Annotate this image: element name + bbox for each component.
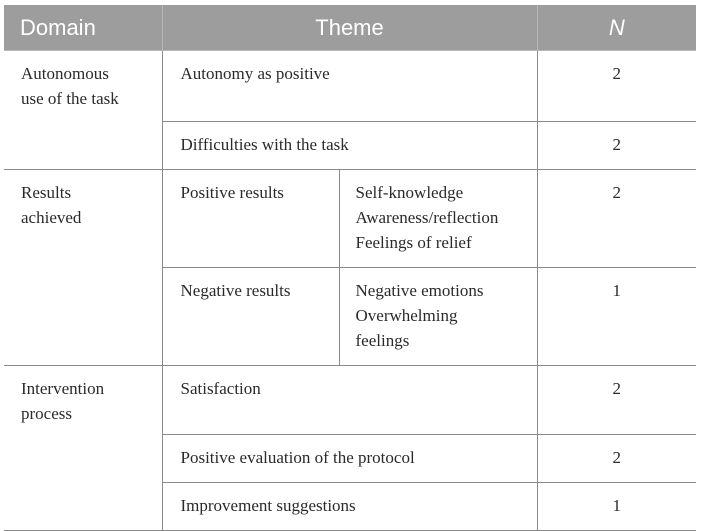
count-cell: 1 bbox=[536, 267, 697, 366]
domain-label-line: achieved bbox=[21, 208, 82, 227]
theme-cell: Negative results bbox=[162, 267, 340, 366]
domain-cell-autonomous: Autonomous use of the task bbox=[4, 50, 163, 170]
domain-label-line: Autonomous bbox=[21, 64, 109, 83]
theme-cell: Positive results bbox=[161, 169, 340, 268]
count-cell: 2 bbox=[536, 50, 697, 122]
subtheme-line: Awareness/reflection bbox=[355, 208, 499, 227]
header-n: N bbox=[536, 5, 697, 51]
header-row: Domain Theme N bbox=[4, 5, 697, 51]
count-cell: 2 bbox=[536, 169, 697, 268]
theme-cell: Difficulties with the task bbox=[162, 121, 538, 170]
domain-cell-intervention: Intervention process bbox=[4, 365, 163, 531]
theme-cell: Satisfaction bbox=[161, 365, 538, 435]
table-row: Intervention process Satisfaction 2 bbox=[4, 365, 697, 531]
subtheme-line: Overwhelming bbox=[355, 306, 458, 325]
subtheme-line: feelings bbox=[355, 331, 410, 350]
header-theme: Theme bbox=[161, 5, 538, 51]
table-row: Results achieved Positive results Self-k… bbox=[4, 169, 697, 366]
table-row: Autonomous use of the task Autonomy as p… bbox=[4, 50, 697, 170]
table-row: Difficulties with the task 2 bbox=[4, 121, 697, 170]
theme-cell: Autonomy as positive bbox=[161, 50, 538, 122]
count-cell: 2 bbox=[536, 365, 697, 435]
count-cell: 2 bbox=[536, 434, 697, 483]
header-domain: Domain bbox=[4, 5, 163, 51]
domain-label-line: Intervention bbox=[21, 379, 105, 398]
domain-label-line: Results bbox=[21, 183, 72, 202]
theme-cell: Improvement suggestions bbox=[162, 482, 538, 531]
count-cell: 1 bbox=[536, 482, 697, 531]
count-cell: 2 bbox=[536, 121, 697, 170]
domain-cell-results: Results achieved bbox=[4, 169, 163, 366]
subtheme-line: Self-knowledge bbox=[355, 183, 464, 202]
themes-table: Domain Theme N Autonomous use of the tas… bbox=[4, 5, 697, 531]
subtheme-line: Feelings of relief bbox=[355, 233, 472, 252]
domain-label-line: use of the task bbox=[21, 89, 119, 108]
subtheme-cell: Self-knowledge Awareness/reflection Feel… bbox=[338, 169, 538, 268]
table-row: Negative results Negative emotions Overw… bbox=[4, 267, 697, 366]
subtheme-line: Negative emotions bbox=[355, 281, 484, 300]
domain-label-line: process bbox=[21, 404, 72, 423]
subtheme-cell: Negative emotions Overwhelming feelings bbox=[338, 267, 538, 366]
theme-cell: Positive evaluation of the protocol bbox=[162, 434, 538, 483]
